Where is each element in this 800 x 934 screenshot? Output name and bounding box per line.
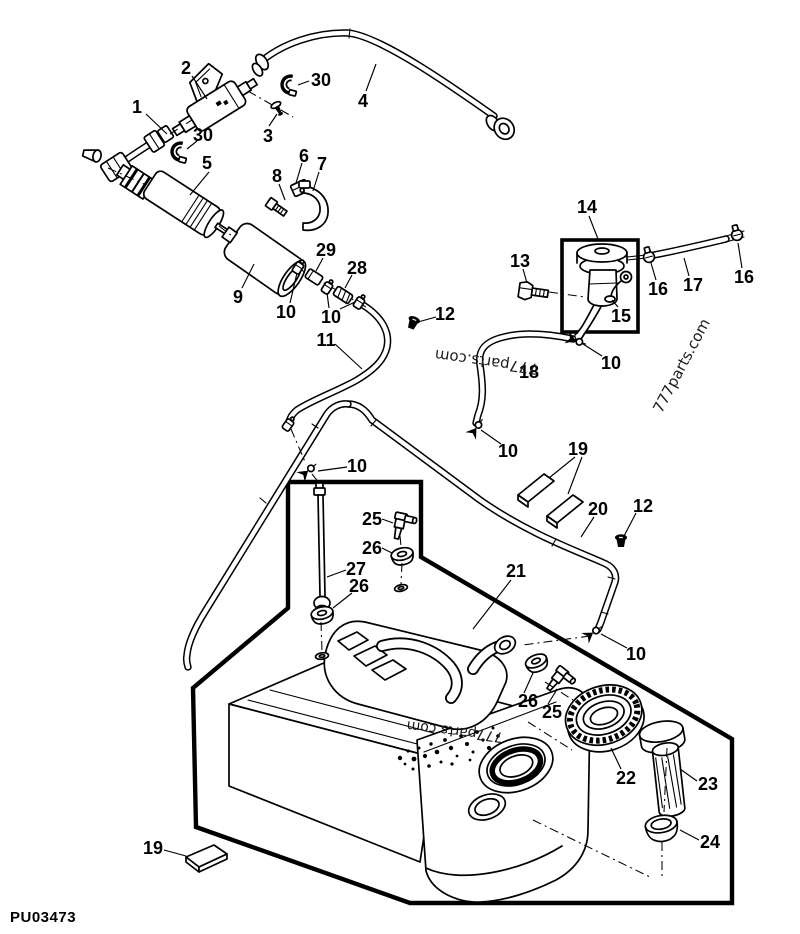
tank-hole-a <box>393 582 409 594</box>
connector-28 <box>332 285 354 305</box>
callout-13: 13 <box>510 251 530 271</box>
callout-24: 24 <box>700 832 720 852</box>
callout-14: 14 <box>577 197 597 217</box>
strap-7 <box>298 180 329 232</box>
hose-18 <box>472 330 577 427</box>
fuel-cap-22 <box>564 684 645 753</box>
callout-18: 18 <box>519 362 539 382</box>
callout-7: 7 <box>317 154 327 174</box>
callout-17: 17 <box>683 275 703 295</box>
bushing-24 <box>644 814 679 843</box>
fuel-tank <box>228 620 591 903</box>
grommet-12-a <box>404 313 422 332</box>
callout-30: 30 <box>311 70 331 90</box>
filter-2 <box>171 62 259 137</box>
callout-10: 10 <box>276 302 296 322</box>
connector-1-assembly <box>81 125 175 183</box>
callout-4: 4 <box>358 91 368 111</box>
tank-texture <box>397 726 500 771</box>
fitting-chain <box>290 257 369 311</box>
callout-28: 28 <box>347 258 367 278</box>
callout-3: 3 <box>263 126 273 146</box>
fuel-pump-5 <box>115 164 232 239</box>
clip-30-b <box>168 139 192 165</box>
watermark-center: 777parts.com <box>434 346 540 378</box>
callouts: 1 2 30 3 4 30 5 6 7 8 9 29 28 10 10 11 1… <box>132 58 754 858</box>
callout-30: 30 <box>193 125 213 145</box>
callout-6: 6 <box>299 146 309 166</box>
callout-21: 21 <box>506 561 526 581</box>
dipstick-27 <box>313 482 331 614</box>
pin-3 <box>270 100 283 116</box>
bolt-8 <box>264 197 288 217</box>
pads-19-upper <box>517 473 584 529</box>
grommet-12-b <box>614 533 628 548</box>
sleeve-9 <box>221 222 307 298</box>
hose-11 <box>280 301 392 433</box>
callout-2: 2 <box>181 58 191 78</box>
pressure-regulator <box>574 243 647 340</box>
hose-17 <box>640 223 745 265</box>
hose-4 <box>251 28 516 141</box>
callout-16: 16 <box>734 267 754 287</box>
hose4-right-fitting <box>485 114 516 141</box>
grommet-26-a <box>389 544 416 568</box>
callout-22: 22 <box>616 768 636 788</box>
pad-19-lower <box>185 844 228 873</box>
clamp-16-a <box>640 245 657 265</box>
regulator-box-14 <box>560 238 647 340</box>
fuel-line-20 <box>182 400 620 671</box>
tank-boss <box>467 793 507 821</box>
callout-1: 1 <box>132 97 142 117</box>
callout-26: 26 <box>349 576 369 596</box>
fitting-25-a <box>389 511 419 543</box>
callout-29: 29 <box>316 240 336 260</box>
callout-12: 12 <box>435 304 455 324</box>
callout-15: 15 <box>611 306 631 326</box>
filler-flange <box>493 635 517 655</box>
bracket-15 <box>604 270 633 303</box>
callout-26: 26 <box>362 538 382 558</box>
drawing-code: PU03473 <box>10 909 76 926</box>
leader-lines <box>145 63 743 857</box>
callout-5: 5 <box>202 153 212 173</box>
hose4-left-fitting <box>251 53 270 77</box>
axis-lines <box>107 90 668 879</box>
callout-12: 12 <box>633 496 653 516</box>
clip-30-a <box>278 72 302 98</box>
callout-10: 10 <box>601 353 621 373</box>
callout-10: 10 <box>626 644 646 664</box>
callout-25: 25 <box>362 509 382 529</box>
watermark-right: 777parts.com <box>649 316 714 416</box>
compartment-border <box>190 479 735 906</box>
callout-20: 20 <box>588 499 608 519</box>
grommet-26-b <box>309 603 336 627</box>
callout-27: 27 <box>346 559 366 579</box>
callout-8: 8 <box>272 166 282 186</box>
bolt-13 <box>517 280 550 301</box>
callout-10: 10 <box>498 441 518 461</box>
callout-19: 19 <box>568 439 588 459</box>
tank-opening <box>478 736 554 794</box>
callout-26: 26 <box>518 691 538 711</box>
tank-top-cover <box>323 620 508 730</box>
clamp-16-b <box>728 223 745 243</box>
grommet-26-c <box>522 650 552 676</box>
fitting-1 <box>143 125 175 153</box>
callout-16: 16 <box>648 279 668 299</box>
callout-19: 19 <box>143 838 163 858</box>
callout-10: 10 <box>347 456 367 476</box>
callout-11: 11 <box>316 330 335 350</box>
callout-25: 25 <box>542 702 562 722</box>
callout-10: 10 <box>321 307 341 327</box>
callout-9: 9 <box>233 287 243 307</box>
callout-23: 23 <box>698 774 718 794</box>
nozzle-tip <box>81 149 102 163</box>
hose-ticks <box>259 419 616 615</box>
strainer-23 <box>638 720 686 818</box>
connector-29 <box>304 268 324 286</box>
